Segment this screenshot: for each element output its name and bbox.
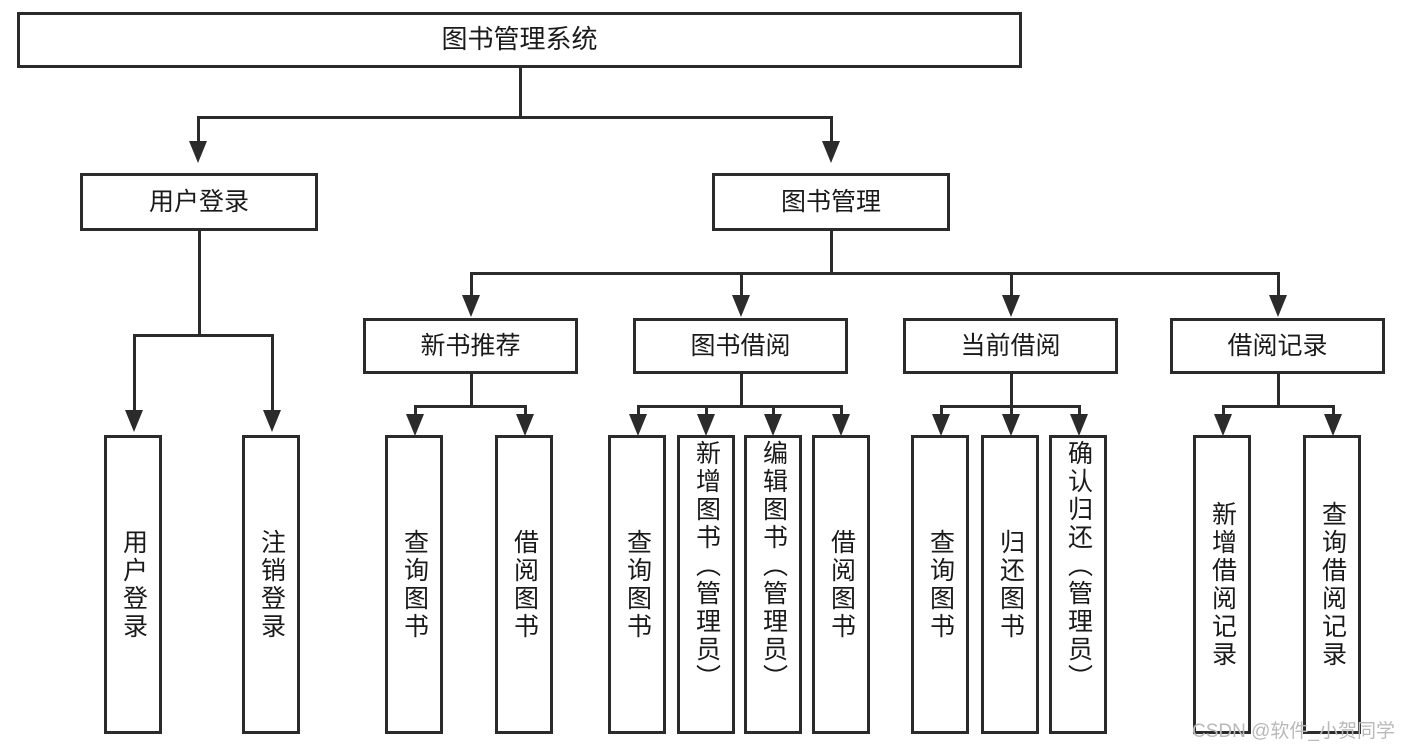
leaf-query-book-borrow[interactable]: 查询图书 — [608, 435, 666, 734]
node-label: 查询图书 — [400, 528, 429, 641]
connector-borrow-record-bus — [1222, 405, 1335, 408]
arrowhead-book-borrow-leaf-0 — [629, 414, 647, 436]
connector-bm-to-current-borrow — [1010, 272, 1013, 297]
connector-bm-to-book-borrow — [740, 272, 743, 297]
node-user-login[interactable]: 用户登录 — [80, 173, 318, 231]
node-label: 编辑图书（管理员） — [759, 440, 788, 692]
connector-root-stem — [519, 68, 522, 117]
leaf-user-login[interactable]: 用户登录 — [104, 435, 162, 734]
arrowhead-new-book-leaf-1 — [516, 414, 534, 436]
arrowhead-user-login-leaf-1 — [263, 410, 281, 432]
connector-current-borrow-leaf-2 — [1078, 405, 1081, 417]
connector-book-management-stem — [830, 231, 833, 274]
node-label: 图书借阅 — [690, 332, 791, 360]
connector-current-borrow-leaf-1 — [1010, 405, 1013, 417]
connector-root-to-user-login — [197, 116, 200, 143]
node-label: 图书管理 — [780, 188, 881, 216]
node-new-book-recommend[interactable]: 新书推荐 — [363, 318, 578, 374]
node-label: 新增图书（管理员） — [692, 440, 721, 692]
leaf-logout[interactable]: 注销登录 — [242, 435, 300, 734]
arrowhead-bm-new-book — [462, 295, 480, 317]
arrowhead-new-book-leaf-0 — [406, 414, 424, 436]
connector-new-book-stem — [470, 374, 473, 407]
connector-borrow-record-leaf-0 — [1222, 405, 1225, 417]
connector-bm-to-borrow-record — [1277, 272, 1280, 297]
node-label: 查询图书 — [623, 528, 652, 641]
watermark-text: CSDN @软件_小贺同学 — [1192, 721, 1395, 742]
connector-book-borrow-leaf-2 — [772, 405, 775, 417]
connector-book-borrow-stem — [740, 374, 743, 407]
connector-book-borrow-leaf-0 — [637, 405, 640, 417]
node-label: 用户登录 — [148, 188, 249, 216]
node-label: 新书推荐 — [420, 332, 521, 360]
connector-new-book-leaf-1 — [524, 405, 527, 417]
arrowhead-current-borrow-leaf-1 — [1002, 414, 1020, 436]
connector-root-bus — [197, 116, 833, 119]
connector-user-login-bus — [133, 334, 274, 337]
connector-new-book-leaf-0 — [414, 405, 417, 417]
node-label: 查询借阅记录 — [1318, 500, 1347, 669]
arrowhead-root-to-user-login — [189, 141, 207, 163]
leaf-borrow-book-recommend[interactable]: 借阅图书 — [495, 435, 553, 734]
connector-user-login-stem — [198, 231, 201, 335]
arrowhead-user-login-leaf-0 — [125, 410, 143, 432]
leaf-return-book[interactable]: 归还图书 — [981, 435, 1039, 734]
arrowhead-book-borrow-leaf-1 — [697, 414, 715, 436]
connector-book-borrow-leaf-1 — [705, 405, 708, 417]
node-label: 借阅图书 — [510, 528, 539, 641]
connector-book-management-bus — [470, 272, 1280, 275]
connector-user-login-to-leaf-1 — [271, 334, 274, 412]
connector-root-to-book-management — [830, 116, 833, 143]
node-label: 图书管理系统 — [441, 24, 598, 55]
arrowhead-bm-current-borrow — [1002, 295, 1020, 317]
arrowhead-book-borrow-leaf-2 — [764, 414, 782, 436]
connector-current-borrow-leaf-0 — [940, 405, 943, 417]
connector-current-borrow-stem — [1010, 374, 1013, 407]
node-label: 借阅记录 — [1227, 332, 1328, 360]
node-label: 借阅图书 — [827, 528, 856, 641]
leaf-confirm-return-admin[interactable]: 确认归还（管理员） — [1049, 435, 1107, 734]
node-root-book-management-system[interactable]: 图书管理系统 — [17, 12, 1022, 68]
arrowhead-current-borrow-leaf-2 — [1070, 414, 1088, 436]
node-book-management[interactable]: 图书管理 — [712, 173, 950, 231]
leaf-query-book-recommend[interactable]: 查询图书 — [385, 435, 443, 734]
connector-borrow-record-stem — [1277, 374, 1280, 407]
node-label: 新增借阅记录 — [1208, 500, 1237, 669]
arrowhead-borrow-record-leaf-1 — [1324, 414, 1342, 436]
arrowhead-current-borrow-leaf-0 — [932, 414, 950, 436]
arrowhead-root-to-book-management — [822, 141, 840, 163]
leaf-query-borrow-record[interactable]: 查询借阅记录 — [1303, 435, 1361, 734]
leaf-query-book-current[interactable]: 查询图书 — [911, 435, 969, 734]
connector-user-login-to-leaf-0 — [133, 334, 136, 412]
connector-new-book-bus — [414, 405, 527, 408]
node-book-borrow[interactable]: 图书借阅 — [633, 318, 848, 374]
node-label: 归还图书 — [996, 528, 1025, 641]
node-current-borrow[interactable]: 当前借阅 — [903, 318, 1118, 374]
connector-bm-to-new-book — [470, 272, 473, 297]
node-label: 注销登录 — [257, 528, 286, 641]
arrowhead-borrow-record-leaf-0 — [1214, 414, 1232, 436]
arrowhead-bm-borrow-record — [1269, 295, 1287, 317]
connector-book-borrow-leaf-3 — [840, 405, 843, 417]
node-borrow-record[interactable]: 借阅记录 — [1170, 318, 1385, 374]
node-label: 当前借阅 — [960, 332, 1061, 360]
node-label: 查询图书 — [926, 528, 955, 641]
leaf-borrow-book[interactable]: 借阅图书 — [812, 435, 870, 734]
leaf-edit-book-admin[interactable]: 编辑图书（管理员） — [744, 435, 802, 734]
arrowhead-bm-book-borrow — [732, 295, 750, 317]
leaf-add-borrow-record[interactable]: 新增借阅记录 — [1193, 435, 1251, 734]
node-label: 用户登录 — [119, 528, 148, 641]
node-label: 确认归还（管理员） — [1064, 440, 1093, 692]
connector-borrow-record-leaf-1 — [1332, 405, 1335, 417]
connector-book-borrow-bus — [637, 405, 843, 408]
leaf-add-book-admin[interactable]: 新增图书（管理员） — [677, 435, 735, 734]
arrowhead-book-borrow-leaf-3 — [832, 414, 850, 436]
